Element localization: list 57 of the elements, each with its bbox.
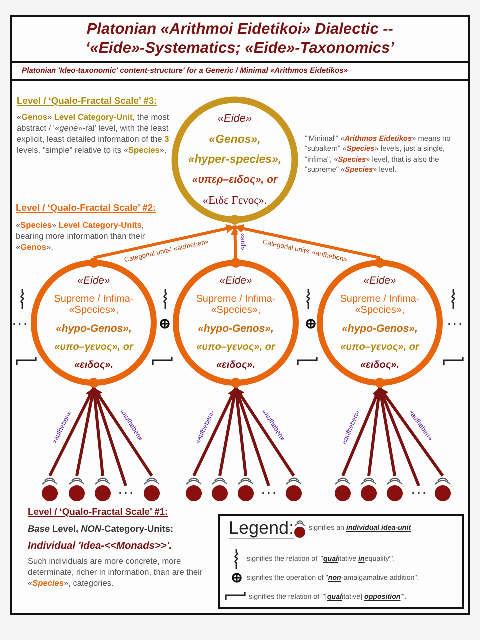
level-heading: Level / ‘Qualo-Fractal Scale’ #3: [17, 95, 158, 106]
dot-node [211, 476, 229, 502]
ellipsis-text: . . . [13, 317, 27, 328]
arrow [230, 226, 240, 258]
title: Platonian «Arithmoi Eidetikoi» Dialectic -- ‘«Eide»-Systematics; «Eide»-Taxonomics’ [85, 20, 396, 58]
description-text: «Genos» Level Category-Unit, the most abstract / '«gene»-ral' level, with the least explicit, least detailed information of the 3 levels, "simple" relative to its «Species». [17, 112, 170, 156]
level-heading: Level / ‘Qualo-Fractal Scale’ #1: [28, 506, 168, 517]
legend-title: Legend: [229, 518, 294, 539]
node-text: «υπο–γενος», or [340, 342, 420, 353]
dot-node [386, 476, 404, 502]
arrow [342, 387, 382, 477]
ellipsis-text: . . . [258, 486, 280, 498]
ellipsis-text: . . . [115, 486, 137, 498]
subheading: Base Level, NON-Category-Units: [28, 524, 174, 534]
arrow [234, 224, 380, 260]
description-text: Such individuals are more concrete, more determinate, richer in information, than are their «Species», categories. [28, 556, 204, 589]
dot-node [285, 476, 303, 502]
node-text: «Genos», [209, 134, 261, 146]
node-text: «Eide» [218, 113, 252, 126]
arrow [192, 387, 238, 477]
node-text: «Eide» [364, 275, 396, 287]
node-text: «hypo-Genos», [56, 323, 132, 335]
node-text: «hypo-Genos», [198, 323, 274, 335]
circle-node [172, 97, 298, 227]
node-text: Supreme / Infima- «Species», [54, 294, 134, 316]
arrow [92, 387, 154, 477]
subheading: Individual 'Idea-<<Monads>>'. [28, 541, 172, 552]
arrow [378, 387, 444, 477]
ellipsis-text: . . . [408, 486, 430, 498]
ellipsis-text: . . . [448, 317, 462, 328]
node-text: «Eide» [220, 275, 252, 287]
level-heading: Level / ‘Qualo-Fractal Scale’ #2: [16, 202, 156, 213]
dot-node [360, 476, 378, 502]
node-text: «Eide» [78, 275, 110, 287]
node-text: «υπο–γενος», or [54, 342, 134, 353]
dot-node [41, 476, 59, 502]
dot-node [237, 476, 255, 502]
node-text: «ειδος». [216, 360, 256, 371]
node-text: «ειδος». [74, 360, 114, 371]
node-text: «ειδος». [360, 360, 400, 371]
node-text: «Ειδε Γενος». [202, 194, 268, 207]
node-text: «υπερ–ειδος», or [192, 174, 278, 186]
circle-node [172, 258, 300, 388]
dot-node [185, 476, 203, 502]
arrow [48, 387, 96, 477]
dot-node [334, 476, 352, 502]
dot-node [68, 476, 86, 502]
dot-node [94, 476, 112, 502]
dot-node [434, 476, 452, 502]
arrow [234, 387, 296, 477]
arrow [94, 224, 236, 260]
node-text: Supreme / Infima- «Species», [196, 294, 276, 316]
node-text: Supreme / Infima- «Species», [340, 294, 420, 316]
dot-node [143, 476, 161, 502]
node-text: «hyper-species», [188, 154, 282, 166]
node-text: «υπο–γενος», or [196, 342, 276, 353]
node-text: «hypo-Genos», [342, 323, 418, 335]
